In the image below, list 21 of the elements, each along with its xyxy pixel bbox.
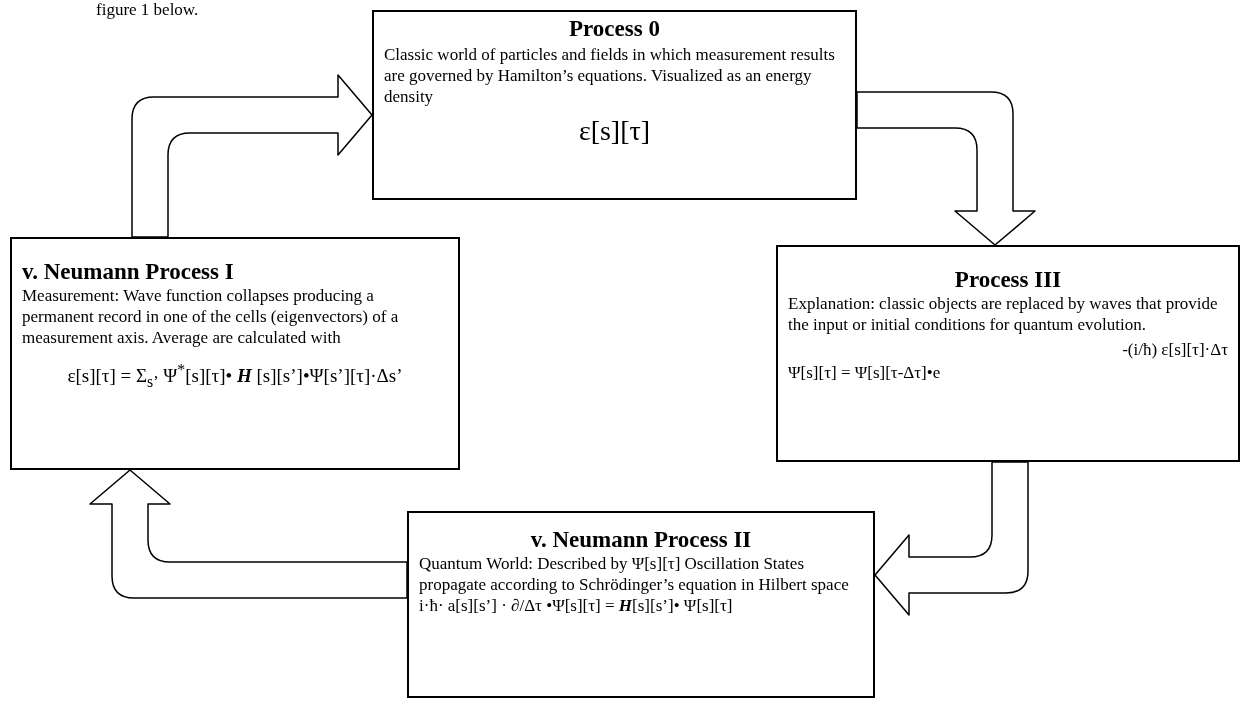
block-arrow	[89, 469, 408, 599]
equation-text: Ψ[s][τ] = Ψ[s][τ-Δτ]•e	[788, 362, 942, 383]
block-arrow	[131, 74, 373, 238]
equation-text: ε[s][τ] = Σ$_{s’}$ Ψ$^{*}$[s][τ]• H [s][s’]•Ψ[s’][τ]·Δs’	[66, 360, 404, 393]
block-arrow	[874, 461, 1029, 616]
process-box	[372, 10, 857, 200]
description-text: Measurement: Wave function collapses producing a permanent record in one of the cells (eigenvectors) of a measurement axis. Average are calculated with	[22, 285, 400, 348]
note-text: figure 1 below.	[96, 0, 199, 20]
equation-text: ε[s][τ]	[577, 114, 652, 147]
process-box	[776, 245, 1240, 462]
description-text: Explanation: classic objects are replaced by waves that provide the input or initial conditions for quantum evolution.	[788, 293, 1219, 335]
description-text: Classic world of particles and fields in which measurement results are governed by Hamilton’s equations. Visualized as an energy density	[384, 44, 836, 107]
equation-text: i·ħ· a[s][s’] · ∂/Δτ •Ψ[s][τ] = H[s][s’]• Ψ[s][τ]	[419, 595, 734, 616]
process-box	[407, 511, 875, 698]
process-title: v. Neumann Process I	[22, 258, 235, 285]
block-arrow	[856, 91, 1036, 246]
process-title: Process 0	[568, 16, 661, 42]
equation-text: -(i/ħ) ε[s][τ]·Δτ	[1121, 339, 1228, 360]
process-title: Process III	[953, 266, 1063, 293]
process-title: v. Neumann Process II	[529, 526, 753, 553]
process-box	[10, 237, 460, 470]
